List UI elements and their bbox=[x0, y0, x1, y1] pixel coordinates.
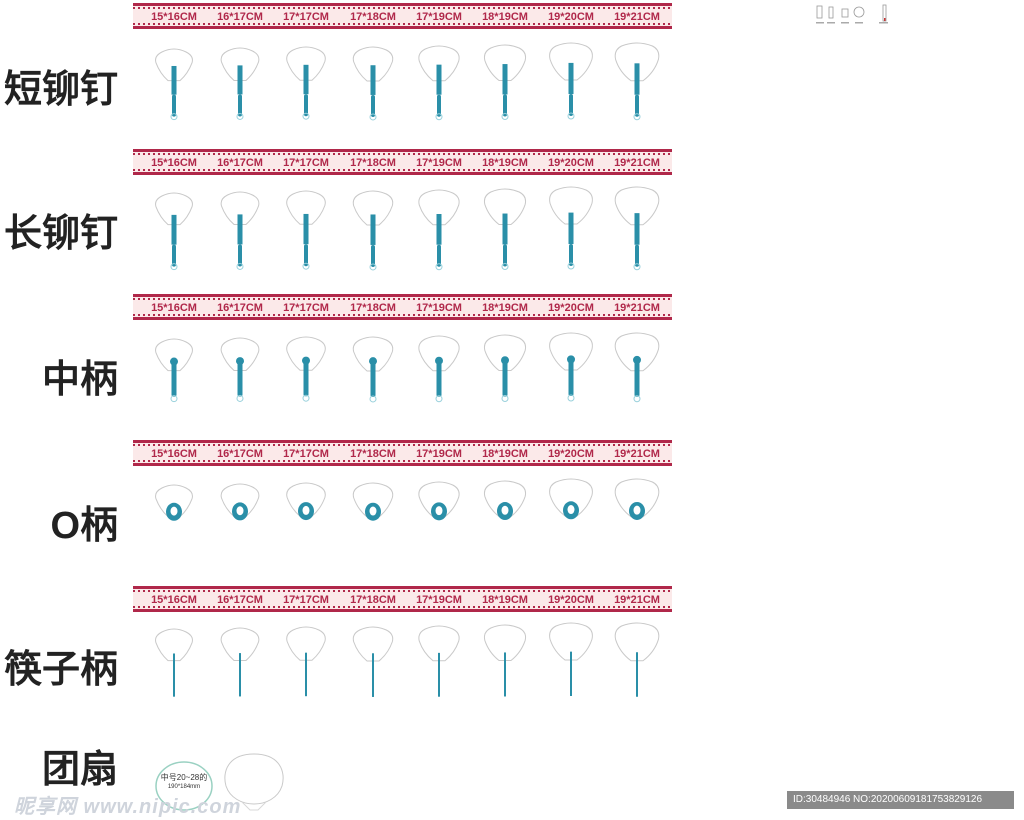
size-label: 15*16CM bbox=[151, 302, 197, 314]
size-label: 18*19CM bbox=[482, 302, 528, 314]
fan-middle bbox=[220, 337, 260, 403]
size-label: 15*16CM bbox=[151, 157, 197, 169]
size-label: 19*20CM bbox=[548, 11, 594, 23]
fan-chopstick bbox=[220, 627, 260, 697]
row-label-o-ring: O柄 bbox=[50, 505, 118, 547]
fan-chopstick bbox=[352, 626, 394, 697]
fan-o-ring bbox=[418, 481, 460, 521]
round-fan-note-line1: 中号20~28的 bbox=[160, 773, 208, 782]
size-label: 19*21CM bbox=[614, 448, 660, 460]
fan-long-rivet bbox=[614, 186, 660, 270]
fan-o-ring bbox=[549, 478, 593, 520]
fan-chopstick bbox=[418, 625, 460, 697]
size-label: 16*17CM bbox=[217, 302, 263, 314]
size-band: 15*16CM 16*17CM 17*17CM 17*18CM 17*19CM 18*19… bbox=[133, 440, 672, 466]
size-label: 15*16CM bbox=[151, 594, 197, 606]
fan-chopstick bbox=[614, 622, 660, 697]
size-label: 19*21CM bbox=[614, 157, 660, 169]
size-label: 17*17CM bbox=[283, 448, 329, 460]
size-label: 18*19CM bbox=[482, 594, 528, 606]
round-fan-shape bbox=[224, 753, 284, 811]
fan-short-rivet bbox=[418, 45, 460, 121]
size-label: 17*17CM bbox=[283, 594, 329, 606]
row-label-chopstick: 筷子柄 bbox=[3, 649, 118, 691]
size-label: 17*18CM bbox=[350, 11, 396, 23]
size-label: 17*17CM bbox=[283, 302, 329, 314]
fan-type-icons bbox=[816, 4, 888, 24]
size-label: 18*19CM bbox=[482, 11, 528, 23]
size-label: 15*16CM bbox=[151, 448, 197, 460]
round-fan-note-line2: 190*184mm bbox=[167, 784, 201, 790]
row-label-middle: 中柄 bbox=[41, 359, 118, 401]
fan-short-rivet bbox=[155, 48, 193, 121]
image-id-bar: ID:30484946 NO:20200609181753829126 bbox=[787, 791, 1014, 809]
fan-short-rivet bbox=[286, 46, 326, 121]
fan-short-rivet bbox=[220, 47, 260, 121]
fan-short-rivet bbox=[614, 42, 660, 120]
size-label: 17*17CM bbox=[283, 11, 329, 23]
fan-middle bbox=[155, 338, 193, 403]
round-fan-note bbox=[155, 761, 213, 811]
size-label: 17*19CM bbox=[416, 157, 462, 169]
size-band: 15*16CM 16*17CM 17*17CM 17*18CM 17*19CM 18*19… bbox=[133, 149, 672, 175]
size-label: 16*17CM bbox=[217, 448, 263, 460]
watermark: 昵享网 www.nipic.com bbox=[14, 796, 242, 818]
size-label: 19*20CM bbox=[548, 448, 594, 460]
fan-long-rivet bbox=[352, 190, 394, 271]
size-label: 17*19CM bbox=[416, 302, 462, 314]
fan-short-rivet bbox=[483, 44, 527, 120]
size-label: 17*18CM bbox=[350, 157, 396, 169]
fan-middle bbox=[614, 332, 660, 402]
fan-middle bbox=[483, 334, 527, 402]
size-label: 17*19CM bbox=[416, 448, 462, 460]
size-band: 15*16CM 16*17CM 17*17CM 17*18CM 17*19CM 18*19… bbox=[133, 3, 672, 29]
size-label: 17*19CM bbox=[416, 11, 462, 23]
size-label: 19*21CM bbox=[614, 302, 660, 314]
fan-o-ring bbox=[220, 483, 260, 521]
fan-short-rivet bbox=[549, 42, 593, 120]
size-label: 17*18CM bbox=[350, 448, 396, 460]
size-label: 19*20CM bbox=[548, 302, 594, 314]
size-label: 18*19CM bbox=[482, 157, 528, 169]
fan-long-rivet bbox=[483, 188, 527, 270]
size-label: 19*20CM bbox=[548, 157, 594, 169]
row-label-round-fan: 团扇 bbox=[41, 749, 118, 791]
fan-chopstick bbox=[155, 628, 193, 697]
fan-long-rivet bbox=[155, 192, 193, 271]
size-label: 15*16CM bbox=[151, 11, 197, 23]
row-label-long-rivet: 长铆钉 bbox=[3, 213, 118, 255]
fan-short-rivet bbox=[352, 46, 394, 121]
size-label: 18*19CM bbox=[482, 448, 528, 460]
size-label: 16*17CM bbox=[217, 594, 263, 606]
size-label: 17*18CM bbox=[350, 302, 396, 314]
size-band: 15*16CM 16*17CM 17*17CM 17*18CM 17*19CM 18*19… bbox=[133, 586, 672, 612]
size-label: 19*20CM bbox=[548, 594, 594, 606]
size-label: 16*17CM bbox=[217, 157, 263, 169]
fan-long-rivet bbox=[549, 186, 593, 270]
fan-o-ring bbox=[483, 480, 527, 521]
fan-chopstick bbox=[286, 626, 326, 697]
size-label: 17*18CM bbox=[350, 594, 396, 606]
size-label: 16*17CM bbox=[217, 11, 263, 23]
fan-o-ring bbox=[614, 478, 660, 520]
size-label: 17*19CM bbox=[416, 594, 462, 606]
size-label: 19*21CM bbox=[614, 594, 660, 606]
fan-chopstick bbox=[549, 622, 593, 697]
fan-long-rivet bbox=[220, 191, 260, 271]
fan-middle bbox=[352, 336, 394, 403]
size-label: 19*21CM bbox=[614, 11, 660, 23]
size-band: 15*16CM 16*17CM 17*17CM 17*18CM 17*19CM 18*19… bbox=[133, 294, 672, 320]
fan-o-ring bbox=[286, 482, 326, 521]
fan-long-rivet bbox=[286, 190, 326, 271]
fan-chopstick bbox=[483, 624, 527, 697]
fan-middle bbox=[549, 332, 593, 402]
size-label: 17*17CM bbox=[283, 157, 329, 169]
row-label-short-rivet: 短铆钉 bbox=[3, 69, 118, 111]
fan-long-rivet bbox=[418, 189, 460, 271]
fan-middle bbox=[286, 336, 326, 403]
fan-o-ring bbox=[155, 484, 193, 521]
fan-middle bbox=[418, 335, 460, 403]
fan-o-ring bbox=[352, 482, 394, 521]
